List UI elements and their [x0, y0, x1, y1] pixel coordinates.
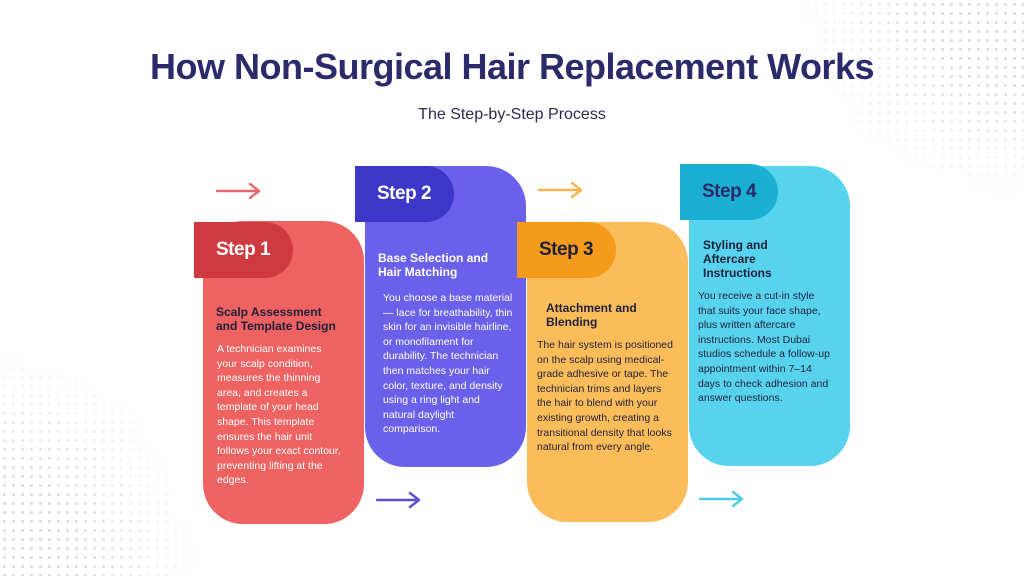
- step-4-badge-label: Step 4: [702, 181, 757, 202]
- desc-line: on the scalp using medical-: [537, 353, 665, 366]
- step-2-heading: Base Selection and Hair Matching: [378, 251, 518, 279]
- desc-line: studios schedule a follow-up: [698, 348, 830, 361]
- desc-line: durability. The technician: [383, 350, 499, 363]
- arrow-right-icon: [698, 490, 744, 508]
- heading-line: Blending: [546, 315, 598, 329]
- desc-line: grade adhesive or tape. The: [537, 368, 669, 381]
- desc-line: technician trims and layers: [537, 382, 662, 395]
- step-4-description: You receive a cut-in style that suits yo…: [698, 289, 844, 406]
- step-3-badge: Step 3: [517, 222, 616, 278]
- step-3-description: The hair system is positioned on the sca…: [537, 338, 683, 455]
- page-title: How Non-Surgical Hair Replacement Works: [149, 46, 875, 87]
- desc-line: then matches your hair: [383, 364, 490, 377]
- desc-line: skin for an invisible hairline,: [383, 321, 512, 334]
- arrow-right-icon: [215, 182, 261, 200]
- desc-line: You receive a cut-in style: [698, 290, 815, 302]
- desc-line: instructions. Most Dubai: [698, 333, 811, 346]
- heading-line: Styling and: [703, 238, 768, 252]
- desc-line: your scalp condition,: [217, 357, 313, 370]
- step-3-heading: Attachment and Blending: [546, 301, 681, 329]
- desc-line: — lace for breathability, thin: [383, 306, 513, 319]
- desc-line: appointment within 7–14: [698, 362, 812, 375]
- desc-line: edges.: [217, 474, 249, 487]
- desc-line: transitional density that looks: [537, 426, 672, 439]
- desc-line: follows your exact contour,: [217, 445, 341, 458]
- step-4-heading: Styling and Aftercare Instructions: [703, 238, 833, 280]
- desc-line: shape. This template: [217, 415, 315, 428]
- desc-line: plus written aftercare: [698, 319, 796, 332]
- step-1-heading: Scalp Assessment and Template Design: [216, 305, 356, 333]
- desc-line: natural from every angle.: [537, 441, 654, 454]
- desc-line: color, texture, and density: [383, 379, 503, 392]
- dot-pattern-top-right: [794, 0, 1024, 200]
- step-4-badge: Step 4: [680, 164, 778, 220]
- desc-line: template of your head: [217, 401, 319, 414]
- desc-line: that suits your face shape,: [698, 304, 821, 317]
- arrow-right-icon: [375, 491, 421, 509]
- step-1-badge-label: Step 1: [216, 239, 271, 260]
- desc-line: days to check adhesion and: [698, 377, 829, 390]
- step-1-description: A technician examines your scalp conditi…: [217, 342, 357, 488]
- heading-line: Instructions: [703, 266, 772, 280]
- desc-line: preventing lifting at the: [217, 459, 323, 472]
- page-subtitle: The Step-by-Step Process: [418, 106, 606, 123]
- heading-line: Scalp Assessment: [216, 305, 322, 319]
- desc-line: natural daylight: [383, 408, 455, 421]
- desc-line: answer questions.: [698, 392, 783, 405]
- heading-line: and Template Design: [216, 319, 336, 333]
- heading-line: Aftercare: [703, 252, 756, 266]
- desc-line: ensures the hair unit: [217, 430, 313, 443]
- desc-line: using a ring light and: [383, 394, 480, 407]
- dot-pattern-bottom-left: [0, 346, 200, 576]
- desc-line: measures the thinning: [217, 372, 321, 385]
- step-2-badge: Step 2: [355, 166, 454, 222]
- step-2-description: You choose a base material — lace for br…: [383, 291, 523, 437]
- desc-line: area, and creates a: [217, 386, 308, 399]
- heading-line: Hair Matching: [378, 265, 458, 279]
- heading-line: Attachment and: [546, 301, 637, 315]
- step-2-badge-label: Step 2: [377, 183, 432, 204]
- desc-line: You choose a base material: [383, 292, 513, 304]
- step-1-badge: Step 1: [194, 222, 293, 278]
- desc-line: A technician examines: [217, 343, 322, 355]
- step-3-badge-label: Step 3: [539, 239, 594, 260]
- heading-line: Base Selection and: [378, 251, 489, 265]
- desc-line: existing growth, creating a: [537, 411, 659, 424]
- desc-line: comparison.: [383, 423, 441, 436]
- desc-line: the hair to blend with your: [537, 397, 658, 410]
- desc-line: or monofilament for: [383, 335, 474, 348]
- arrow-right-icon: [537, 181, 583, 199]
- desc-line: The hair system is positioned: [537, 339, 673, 351]
